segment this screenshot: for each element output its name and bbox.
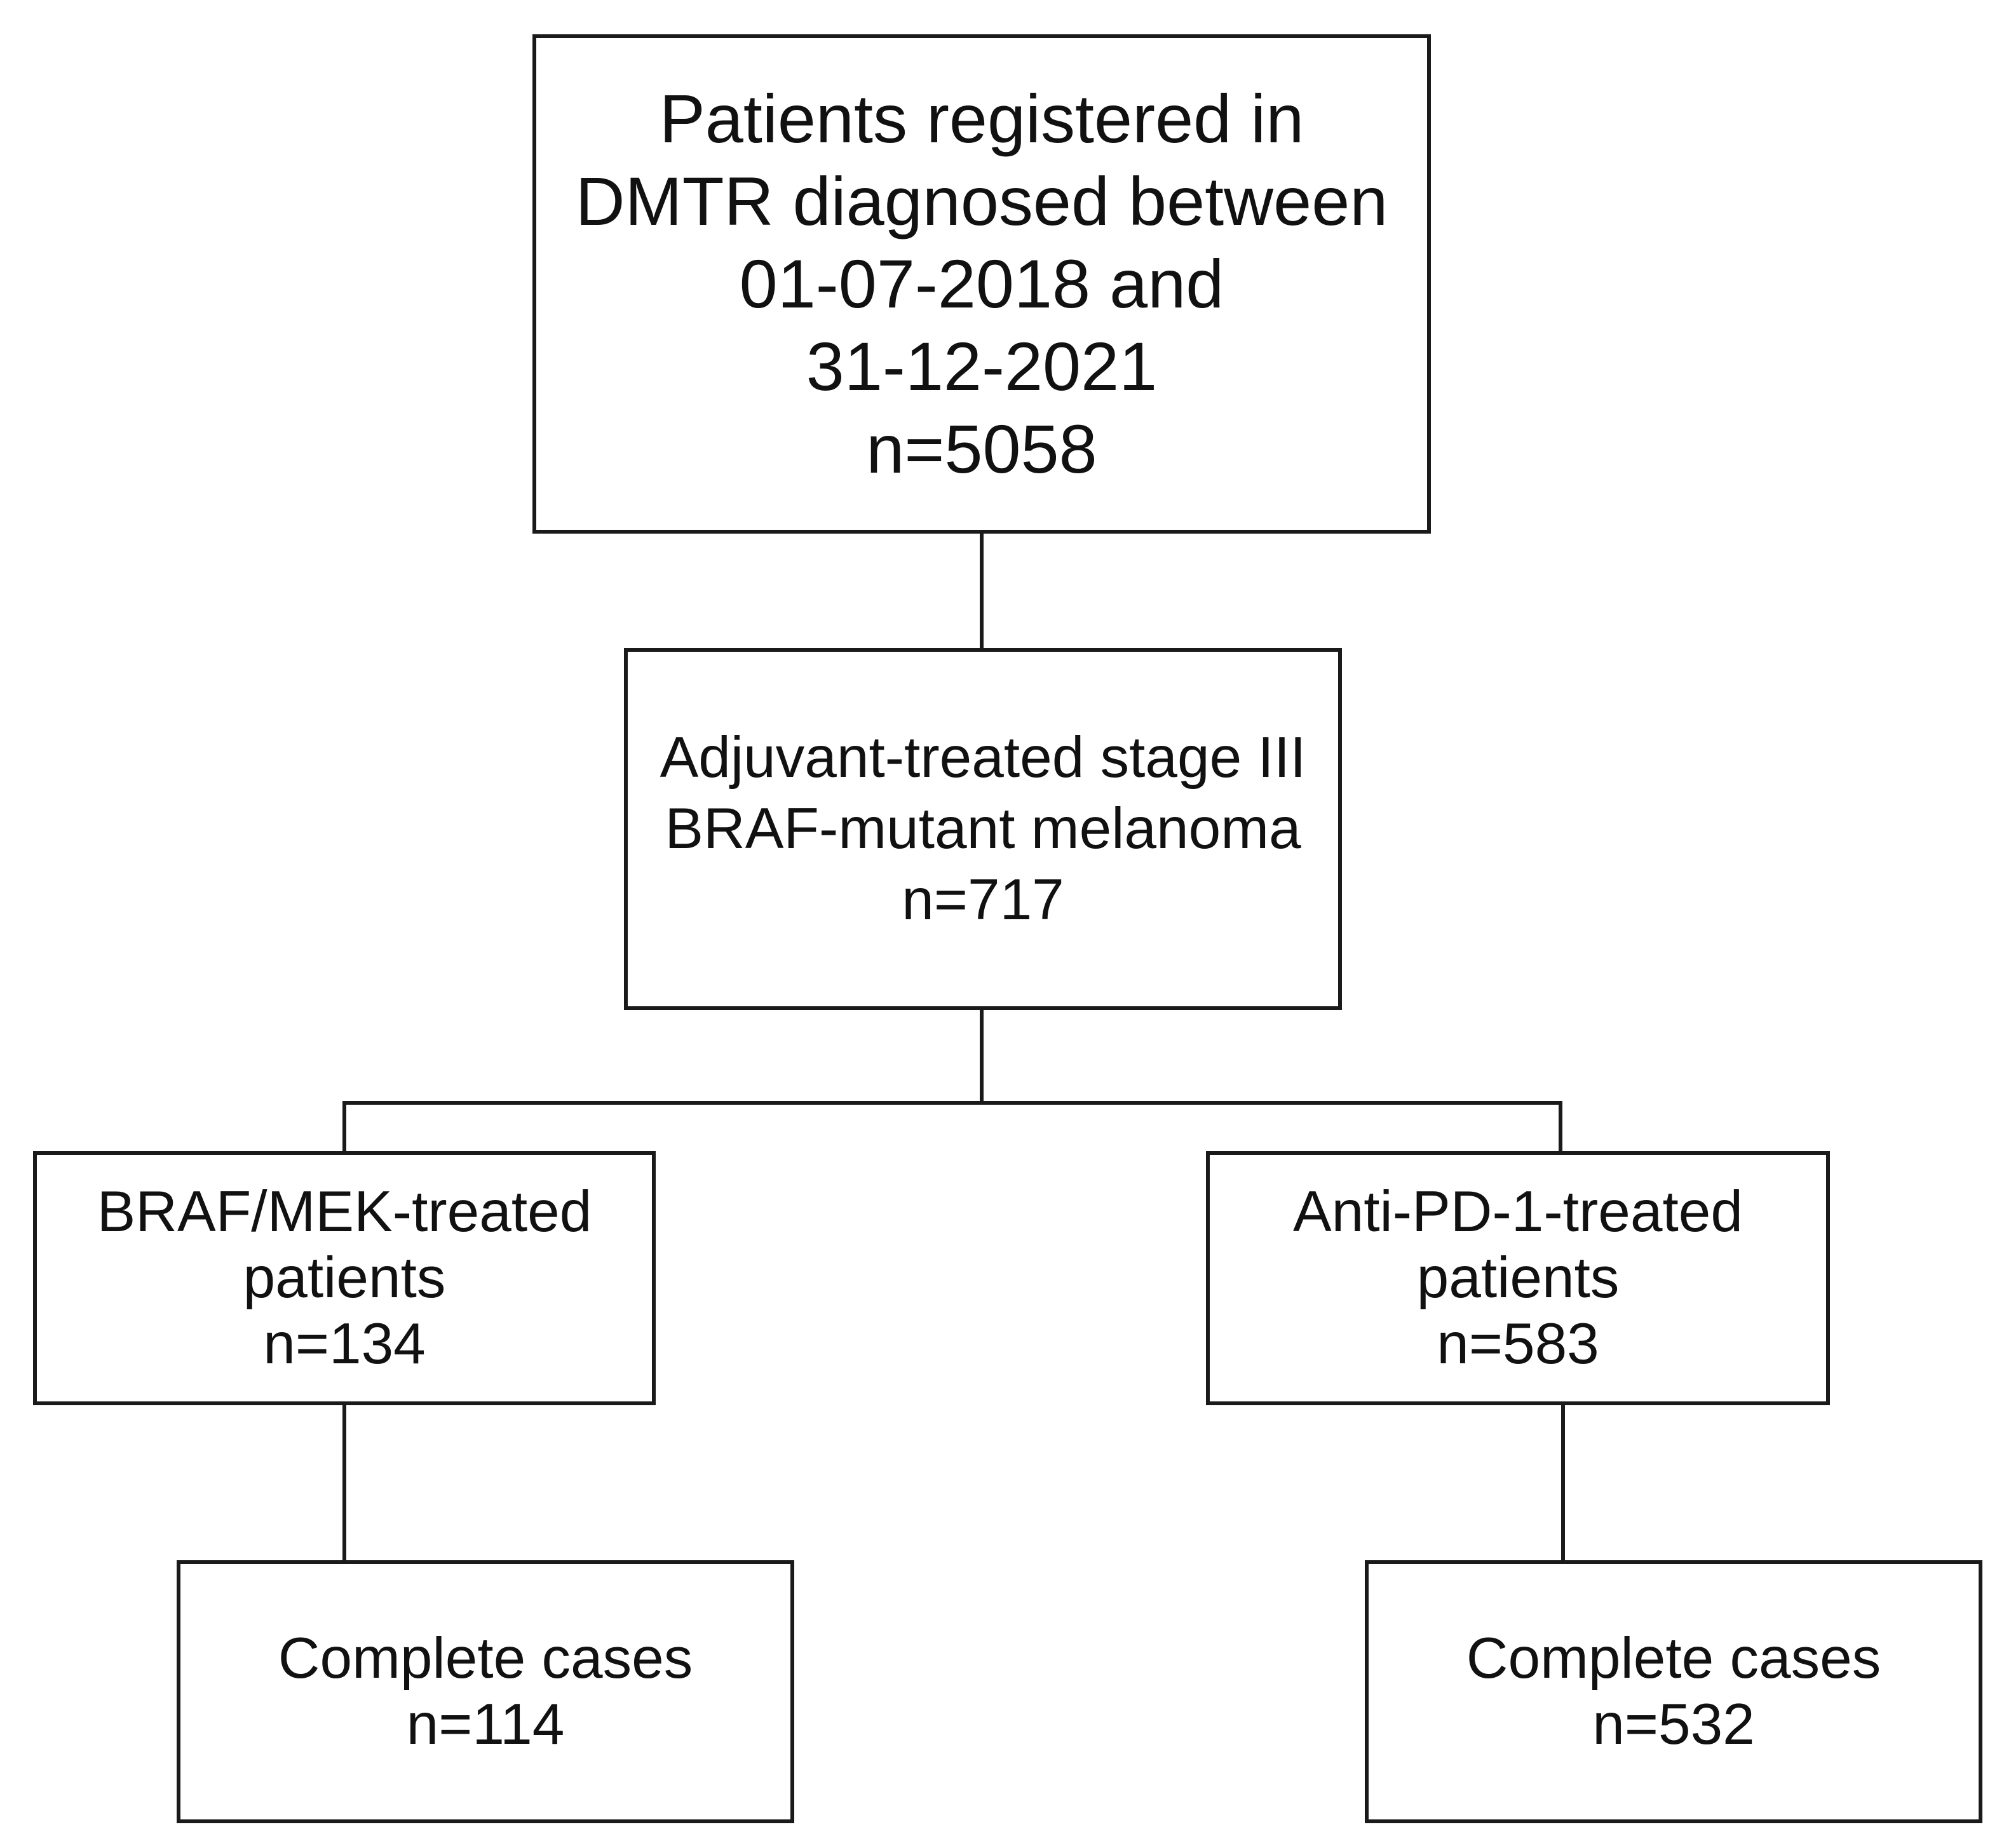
box-patients-registered: Patients registered in DMTR diagnosed be…: [532, 34, 1431, 534]
box-top-line-3: 01-07-2018 and: [739, 245, 1224, 322]
box-adjuvant-treated: Adjuvant-treated stage III BRAF-mutant m…: [624, 648, 1342, 1010]
box-top-line-4: 31-12-2021: [806, 328, 1158, 405]
box-mid-count: n=717: [902, 868, 1064, 932]
box-mid-line-2: BRAF-mutant melanoma: [665, 797, 1301, 861]
box-top-line-1: Patients registered in: [659, 80, 1304, 157]
box-braf-mek-treated: BRAF/MEK-treated patients n=134: [33, 1151, 656, 1405]
box-left-line-1: BRAF/MEK-treated: [97, 1180, 592, 1244]
box-left-count: n=134: [263, 1312, 426, 1376]
box-top-count: n=5058: [866, 410, 1097, 487]
box-complete-cases-anti-pd1: Complete cases n=532: [1365, 1560, 1982, 1823]
box-bl-count: n=114: [406, 1692, 565, 1757]
box-top-line-2: DMTR diagnosed between: [575, 163, 1388, 239]
box-right-count: n=583: [1437, 1312, 1599, 1376]
box-right-line-1: Anti-PD-1-treated: [1292, 1180, 1743, 1244]
box-anti-pd1-treated: Anti-PD-1-treated patients n=583: [1206, 1151, 1830, 1405]
box-complete-cases-braf-mek: Complete cases n=114: [177, 1560, 794, 1823]
box-br-count: n=532: [1592, 1692, 1755, 1757]
box-mid-line-1: Adjuvant-treated stage III: [660, 725, 1306, 790]
box-br-line-1: Complete cases: [1466, 1626, 1881, 1690]
box-bl-line-1: Complete cases: [278, 1626, 693, 1690]
box-right-line-2: patients: [1416, 1246, 1620, 1310]
box-left-line-2: patients: [243, 1246, 446, 1310]
